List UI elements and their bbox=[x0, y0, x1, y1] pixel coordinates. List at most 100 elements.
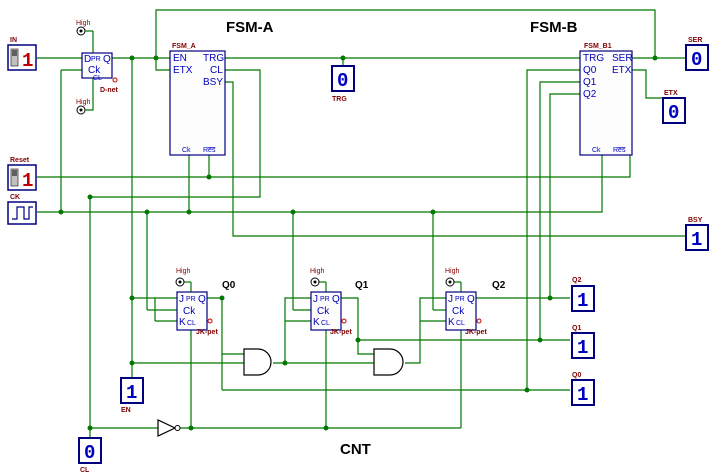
d-flip-flop[interactable]: D PR Q Ck CL D-net bbox=[81, 52, 119, 94]
svg-text:0: 0 bbox=[668, 102, 679, 124]
svg-text:High: High bbox=[445, 268, 460, 275]
svg-text:Q2: Q2 bbox=[492, 280, 506, 291]
bsy-output: BSY 1 bbox=[685, 217, 709, 251]
fsm-a-name: FSM_A bbox=[172, 43, 196, 50]
cnt-title: CNT bbox=[340, 441, 371, 458]
ck-label: CK bbox=[10, 194, 20, 201]
svg-text:1: 1 bbox=[691, 229, 702, 251]
svg-text:Ck: Ck bbox=[88, 65, 101, 76]
in-label: IN bbox=[10, 37, 17, 44]
svg-text:Q0: Q0 bbox=[222, 280, 236, 291]
svg-text:PR: PR bbox=[320, 296, 330, 303]
etx-output: ETX 0 bbox=[662, 90, 686, 124]
svg-text:TRG: TRG bbox=[203, 53, 224, 64]
trg-output: 0 TRG bbox=[331, 65, 355, 103]
svg-text:Q1: Q1 bbox=[583, 77, 597, 88]
reset-value: 1 bbox=[22, 170, 33, 192]
high-terminal-jk1: High bbox=[310, 268, 325, 287]
jk-flip-flop-q1[interactable]: Q1 J PR Q Ck K CL JK-pet bbox=[310, 280, 369, 336]
svg-text:SER: SER bbox=[612, 53, 633, 64]
svg-text:K: K bbox=[313, 317, 320, 328]
svg-text:Res: Res bbox=[613, 147, 626, 154]
svg-text:High: High bbox=[310, 268, 325, 275]
fsm-a-block[interactable]: FSM_A EN ETX TRG CL BSY Ck Res bbox=[169, 43, 226, 156]
svg-text:1: 1 bbox=[577, 384, 588, 406]
svg-text:Q: Q bbox=[332, 294, 340, 305]
q0-output: Q0 1 bbox=[571, 372, 595, 406]
fsm-b-name: FSM_B1 bbox=[584, 43, 612, 50]
svg-text:JK-pet: JK-pet bbox=[465, 329, 487, 336]
and-gate-2[interactable] bbox=[373, 348, 404, 376]
svg-text:CL: CL bbox=[93, 75, 102, 82]
svg-text:0: 0 bbox=[337, 70, 348, 92]
clock-wave-icon bbox=[12, 206, 33, 220]
svg-text:Q0: Q0 bbox=[572, 372, 581, 379]
svg-text:D: D bbox=[84, 54, 91, 65]
svg-text:Q2: Q2 bbox=[572, 277, 581, 284]
fsm-b-title: FSM-B bbox=[530, 19, 578, 36]
en-output: 1 EN bbox=[120, 377, 144, 414]
high-terminal-jk2: High bbox=[445, 268, 460, 287]
svg-text:CL: CL bbox=[321, 320, 330, 327]
svg-text:JK-pet: JK-pet bbox=[196, 329, 218, 336]
fsm-b-block[interactable]: FSM_B1 TRG Q0 Q1 Q2 SER ETX Ck Res bbox=[579, 43, 633, 156]
svg-text:High: High bbox=[76, 99, 91, 106]
svg-text:K: K bbox=[448, 317, 455, 328]
svg-text:Ck: Ck bbox=[182, 147, 191, 154]
svg-text:Q: Q bbox=[467, 294, 475, 305]
reset-label: Reset bbox=[10, 157, 30, 164]
svg-text:Res: Res bbox=[203, 147, 216, 154]
svg-text:ETX: ETX bbox=[173, 65, 193, 76]
svg-text:SER: SER bbox=[688, 37, 702, 44]
svg-text:J: J bbox=[179, 294, 184, 305]
svg-text:0: 0 bbox=[84, 442, 95, 464]
dff-name: D-net bbox=[100, 87, 119, 94]
svg-text:PR: PR bbox=[91, 56, 101, 63]
ser-output: SER 0 bbox=[685, 37, 709, 71]
wires bbox=[37, 9, 686, 440]
in-switch[interactable]: IN 1 bbox=[7, 37, 37, 72]
high-terminal-dff-top: High bbox=[76, 20, 94, 36]
and-gate-1[interactable] bbox=[243, 348, 272, 376]
svg-text:ETX: ETX bbox=[612, 65, 632, 76]
jk-flip-flop-q0[interactable]: Q0 J PR Q Ck K CL JK-pet bbox=[176, 280, 236, 336]
svg-text:Ck: Ck bbox=[592, 147, 601, 154]
ck-clock-source[interactable]: CK bbox=[7, 194, 37, 225]
svg-text:0: 0 bbox=[691, 49, 702, 71]
svg-text:BSY: BSY bbox=[688, 217, 703, 224]
svg-text:J: J bbox=[448, 294, 453, 305]
svg-text:CL: CL bbox=[210, 65, 223, 76]
svg-text:Ck: Ck bbox=[452, 306, 465, 317]
svg-text:1: 1 bbox=[577, 290, 588, 312]
svg-text:TRG: TRG bbox=[583, 53, 604, 64]
svg-text:Ck: Ck bbox=[317, 306, 330, 317]
svg-text:EN: EN bbox=[121, 407, 131, 414]
high-terminal-dff-bottom: High bbox=[76, 99, 94, 115]
svg-text:CL: CL bbox=[80, 467, 90, 474]
fsm-a-title: FSM-A bbox=[226, 19, 274, 36]
svg-text:BSY: BSY bbox=[203, 77, 223, 88]
svg-text:Q1: Q1 bbox=[572, 325, 581, 332]
svg-text:High: High bbox=[76, 20, 91, 27]
svg-text:ETX: ETX bbox=[664, 90, 678, 97]
junction-nodes bbox=[58, 55, 658, 431]
svg-text:CL: CL bbox=[456, 320, 465, 327]
jk-flip-flop-q2[interactable]: Q2 J PR Q Ck K CL JK-pet bbox=[445, 280, 506, 336]
svg-text:1: 1 bbox=[126, 382, 137, 404]
q1-output: Q1 1 bbox=[571, 325, 595, 359]
svg-text:PR: PR bbox=[186, 296, 196, 303]
svg-text:Q0: Q0 bbox=[583, 65, 597, 76]
svg-text:K: K bbox=[179, 317, 186, 328]
svg-text:Q: Q bbox=[103, 54, 111, 65]
high-terminal-jk0: High bbox=[175, 268, 191, 287]
svg-text:1: 1 bbox=[577, 337, 588, 359]
svg-text:Q1: Q1 bbox=[355, 280, 369, 291]
reset-switch[interactable]: Reset 1 bbox=[7, 157, 37, 192]
svg-text:JK-pet: JK-pet bbox=[330, 329, 352, 336]
inverter[interactable] bbox=[157, 419, 181, 437]
svg-text:CL: CL bbox=[187, 320, 196, 327]
in-value: 1 bbox=[22, 50, 33, 72]
svg-text:TRG: TRG bbox=[332, 96, 347, 103]
svg-text:J: J bbox=[313, 294, 318, 305]
q2-output: Q2 1 bbox=[571, 277, 595, 312]
